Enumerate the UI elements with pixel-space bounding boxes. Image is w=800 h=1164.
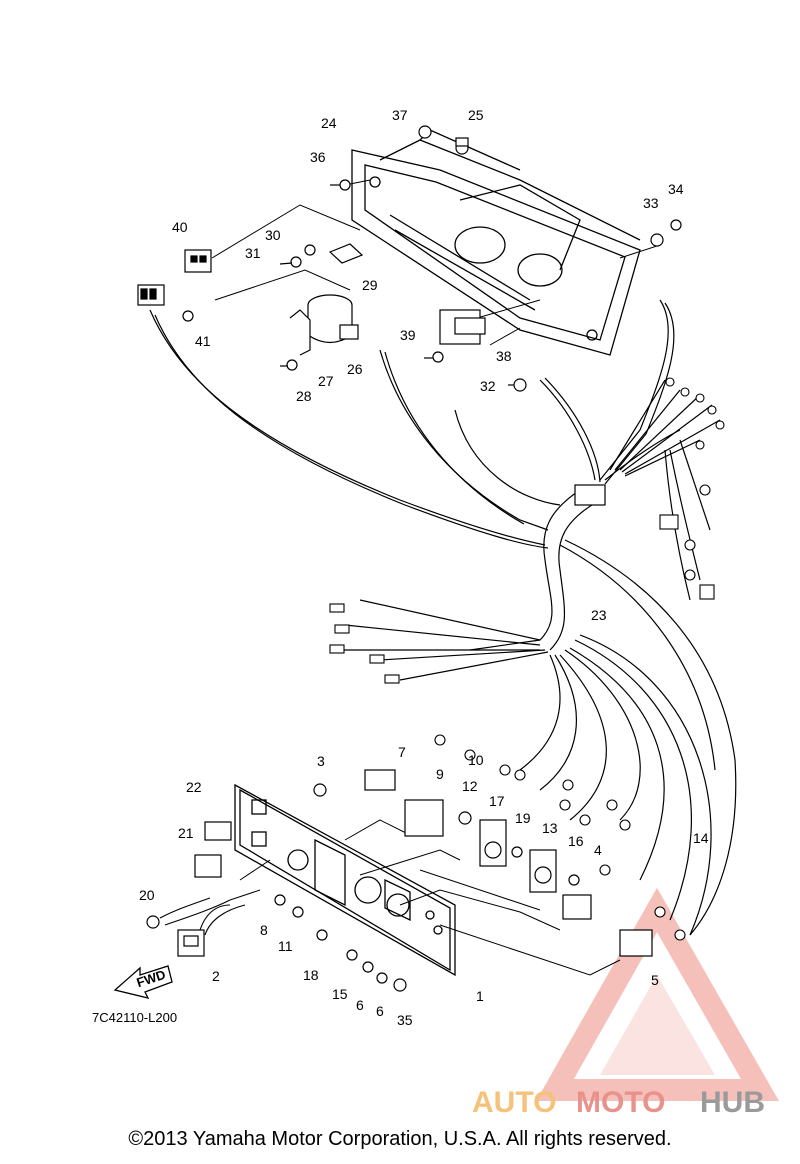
callout-7: 7	[398, 744, 406, 760]
callout-20: 20	[139, 887, 155, 903]
screws-top	[182, 125, 682, 392]
callout-33: 33	[643, 195, 659, 211]
watermark-moto: MOTO	[576, 1086, 665, 1119]
callout-18: 18	[303, 967, 319, 983]
callout-13: 13	[542, 820, 558, 836]
callout-8: 8	[260, 922, 268, 938]
callout-40: 40	[172, 219, 188, 235]
callout-4: 4	[594, 842, 602, 858]
callout-2: 2	[212, 968, 220, 984]
callout-34: 34	[668, 181, 684, 197]
watermark-hub: HUB	[700, 1086, 765, 1119]
panel-components	[146, 769, 653, 992]
callout-38: 38	[496, 348, 512, 364]
relay-26	[289, 294, 359, 356]
relay-38	[439, 309, 486, 345]
callout-23: 23	[591, 607, 607, 623]
callout-30: 30	[265, 227, 281, 243]
callout-14: 14	[693, 830, 709, 846]
callout-26: 26	[347, 361, 363, 377]
wire-harness	[149, 299, 737, 936]
callout-35: 35	[397, 1012, 413, 1028]
callout-9: 9	[436, 766, 444, 782]
watermark-auto: AUTO	[472, 1086, 556, 1119]
callout-41: 41	[195, 333, 211, 349]
callout-29: 29	[362, 277, 378, 293]
watermark-triangle	[536, 887, 779, 1101]
callout-15: 15	[332, 986, 348, 1002]
callout-17: 17	[489, 793, 505, 809]
lower-leader-lines	[229, 819, 621, 976]
callout-24: 24	[321, 115, 337, 131]
callout-22: 22	[186, 779, 202, 795]
callout-3: 3	[317, 753, 325, 769]
callout-12: 12	[462, 778, 478, 794]
callout-labels: 1 2 3 4 5 6 6 7 8 9 10 11 12 13 14 15 16…	[139, 107, 709, 1028]
gauge-wires	[159, 897, 246, 936]
callout-25: 25	[468, 107, 484, 123]
callout-27: 27	[318, 373, 334, 389]
callout-32: 32	[480, 378, 496, 394]
connector-40	[184, 249, 212, 273]
callout-36: 36	[310, 149, 326, 165]
callout-11: 11	[278, 938, 293, 954]
callout-21: 21	[178, 825, 194, 841]
callout-5: 5	[651, 972, 659, 988]
callout-31: 31	[245, 245, 261, 261]
callout-28: 28	[296, 388, 312, 404]
callout-39: 39	[400, 327, 416, 343]
callout-37: 37	[392, 107, 408, 123]
callout-6a: 6	[356, 997, 364, 1013]
watermark-logo: AUTO MOTO HUB	[472, 1086, 765, 1119]
callout-19: 19	[515, 810, 531, 826]
leader-lines	[211, 179, 661, 346]
copyright-notice: ©2013 Yamaha Motor Corporation, U.S.A. A…	[128, 1128, 672, 1150]
meter-panel-frame	[351, 129, 641, 356]
fwd-arrow-icon: FWD	[113, 965, 173, 999]
callout-10: 10	[468, 752, 484, 768]
part-code: 7C42110-L200	[92, 1010, 177, 1025]
callout-6b: 6	[376, 1003, 384, 1019]
callout-16: 16	[568, 833, 584, 849]
harness-connectors	[329, 377, 725, 941]
coupler-left	[137, 284, 165, 306]
callout-1: 1	[476, 988, 484, 1004]
cap-29	[328, 243, 364, 264]
